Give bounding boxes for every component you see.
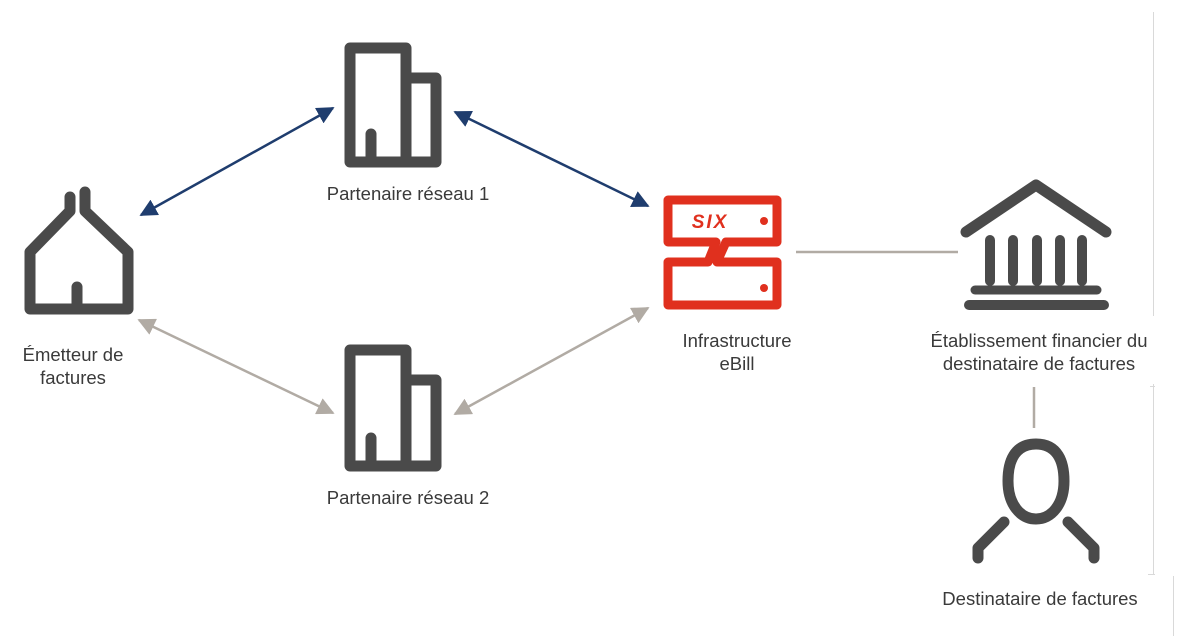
infrastructure-label-line1: Infrastructure (682, 330, 792, 351)
partner1-label-text: Partenaire réseau 1 (326, 183, 490, 204)
bank-icon (960, 179, 1112, 310)
issuer-label: Émetteur de factures (0, 343, 146, 389)
frame-tick-bottom (1148, 574, 1155, 575)
house-icon (24, 186, 134, 315)
issuer-label-line1: Émetteur de (22, 344, 124, 365)
partner2-label: Partenaire réseau 2 (288, 486, 528, 509)
frame-divider-bottom (1153, 384, 1154, 574)
bank-label-line2: destinataire de factures (942, 353, 1136, 374)
partner2-label-text: Partenaire réseau 2 (326, 487, 490, 508)
arrow-issuer-partner2 (137, 318, 335, 415)
bank-label: Établissement financier du destinataire … (908, 329, 1170, 375)
infrastructure-label-line2: eBill (719, 353, 755, 374)
arrow-issuer-partner1 (139, 106, 335, 217)
arrow-partner2-infrastructure (453, 306, 650, 416)
bank-label-line1: Établissement financier du (930, 330, 1148, 351)
six-server-icon: SIX (663, 195, 782, 310)
building-icon-partner2 (344, 344, 442, 472)
issuer-label-line2: factures (40, 367, 106, 388)
frame-tick-top (1150, 386, 1155, 387)
person-icon (972, 438, 1100, 564)
arrow-partner1-infrastructure (453, 110, 650, 208)
frame-divider-corner (1173, 576, 1174, 636)
recipient-label-text: Destinataire de factures (942, 588, 1138, 609)
recipient-label: Destinataire de factures (915, 587, 1165, 610)
infrastructure-label: Infrastructure eBill (642, 329, 832, 375)
six-logo-text: SIX (692, 212, 729, 233)
partner1-label: Partenaire réseau 1 (288, 182, 528, 205)
building-icon-partner1 (344, 42, 442, 168)
frame-divider-top (1153, 12, 1154, 316)
